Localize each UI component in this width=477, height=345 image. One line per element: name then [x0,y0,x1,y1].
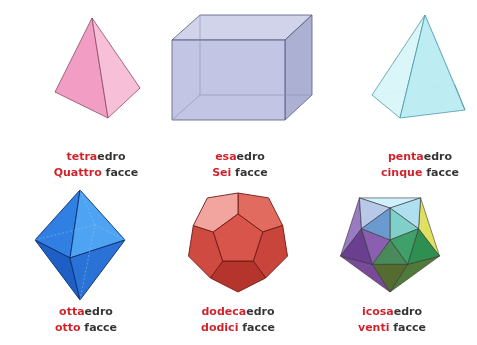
solid-face [80,190,95,225]
solid-name: pentaedro [388,150,452,164]
face-count: otto facce [55,321,117,335]
solid-face [80,225,95,300]
cuboid [172,15,312,120]
solid-name: esaedro [215,150,265,164]
solid-face [362,208,391,240]
solid-face [70,240,125,300]
face-count: Quattro facce [54,166,139,180]
solid-name: dodecaedro [201,305,274,319]
solid-face [172,40,285,120]
octahedron [35,190,125,300]
solid-face [200,15,201,95]
solid-face [35,225,95,240]
face-count: dodici facce [201,321,275,335]
dodecahedron [189,193,288,292]
solid-face [372,264,407,292]
pyramid [372,15,465,118]
solid-face [400,15,465,118]
solid-face [455,85,465,110]
icosahedron [341,198,440,292]
solid-name: ottaedro [59,305,113,319]
tetrahedron [55,18,140,118]
face-count: venti facce [358,321,426,335]
solid-face [172,95,200,120]
face-count: cinque facce [381,166,459,180]
face-count: Sei facce [212,166,268,180]
solid-name: icosaedro [362,305,422,319]
solid-face [95,225,125,240]
solid-name: tetraedro [66,150,125,164]
solid-face [213,214,262,261]
solid-face [200,95,312,96]
solid-face [285,15,312,120]
solid-face [92,18,140,118]
